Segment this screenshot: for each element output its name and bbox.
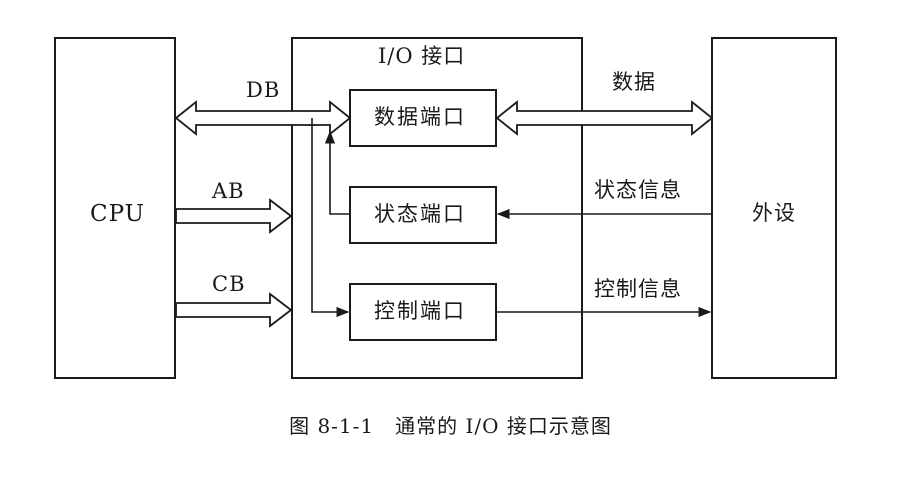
control-info-label: 控制信息 <box>594 277 682 301</box>
cb-bus-arrow <box>175 292 293 328</box>
db-bus-arrow <box>174 100 352 136</box>
status-port-label: 状态端口 <box>374 202 466 226</box>
io-interface-label: I/O 接口 <box>378 44 466 68</box>
data-port-label: 数据端口 <box>374 105 466 129</box>
io-interface-box <box>291 37 583 379</box>
control-port-box <box>349 283 497 341</box>
device-box <box>711 37 837 379</box>
db-bus-label: DB <box>246 78 281 102</box>
status-port-box <box>349 186 497 244</box>
figure-caption: 图 8-1-1 通常的 I/O 接口示意图 <box>289 414 612 438</box>
data-signal-label: 数据 <box>612 70 656 94</box>
cb-bus-label: CB <box>212 272 246 296</box>
data-bus-arrow <box>495 100 714 136</box>
db-to-control-line <box>311 118 350 318</box>
ab-bus-label: AB <box>212 179 245 203</box>
ab-bus-arrow <box>175 198 293 234</box>
control-port-label: 控制端口 <box>374 299 466 323</box>
cpu-box <box>54 37 176 379</box>
device-label: 外设 <box>752 201 796 225</box>
status-to-db-line <box>324 130 350 215</box>
cpu-label: CPU <box>90 201 146 227</box>
status-info-label: 状态信息 <box>594 178 682 202</box>
